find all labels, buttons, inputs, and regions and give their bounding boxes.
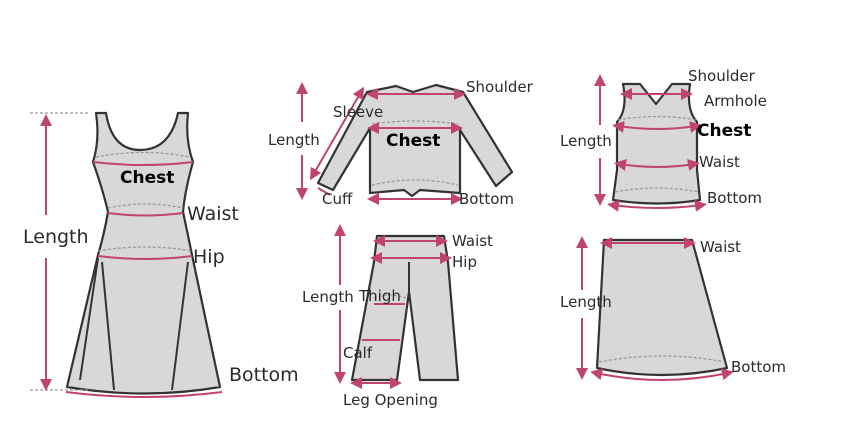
skirt-figure: Waist Length Bottom bbox=[560, 236, 786, 381]
dress-waist-label: Waist bbox=[187, 203, 239, 225]
vest-shoulder-label: Shoulder bbox=[688, 67, 756, 85]
top-shoulder-label: Shoulder bbox=[466, 78, 534, 96]
dress-bottom-label: Bottom bbox=[229, 364, 299, 386]
vest-waist-label: Waist bbox=[699, 153, 740, 171]
pants-thigh-label: Thigh bbox=[358, 287, 401, 305]
top-sleeve-label: Sleeve bbox=[333, 103, 383, 121]
vest-figure: Shoulder Armhole Length Chest Waist Bott… bbox=[560, 67, 767, 212]
pants-hip-label: Hip bbox=[452, 253, 477, 271]
dress-length-label: Length bbox=[23, 226, 89, 248]
vest-length-label: Length bbox=[560, 132, 612, 150]
vest-bottom-label: Bottom bbox=[707, 189, 762, 207]
pants-waist-label: Waist bbox=[452, 232, 493, 250]
top-bottom-label: Bottom bbox=[459, 190, 514, 208]
top-length-label: Length bbox=[268, 131, 320, 149]
top-chest-label: Chest bbox=[386, 131, 440, 151]
skirt-bottom-label: Bottom bbox=[731, 358, 786, 376]
vest-armhole-label: Armhole bbox=[704, 92, 767, 110]
pants-figure: Waist Hip Length Thigh Calf Leg Opening bbox=[302, 224, 493, 409]
dress-chest-label: Chest bbox=[120, 168, 174, 188]
skirt-waist-label: Waist bbox=[700, 238, 741, 256]
skirt-length-label: Length bbox=[560, 293, 612, 311]
pants-calf-label: Calf bbox=[343, 344, 373, 362]
pants-leg-opening-label: Leg Opening bbox=[343, 391, 438, 409]
vest-chest-label: Chest bbox=[697, 121, 751, 141]
dress-hip-label: Hip bbox=[193, 246, 225, 268]
top-figure: Shoulder Sleeve Length Chest Cuff Bottom bbox=[268, 78, 534, 208]
top-cuff-label: Cuff bbox=[322, 190, 353, 208]
dress-figure: Length Chest Waist Hip Bottom bbox=[23, 111, 299, 398]
pants-length-label: Length bbox=[302, 288, 354, 306]
